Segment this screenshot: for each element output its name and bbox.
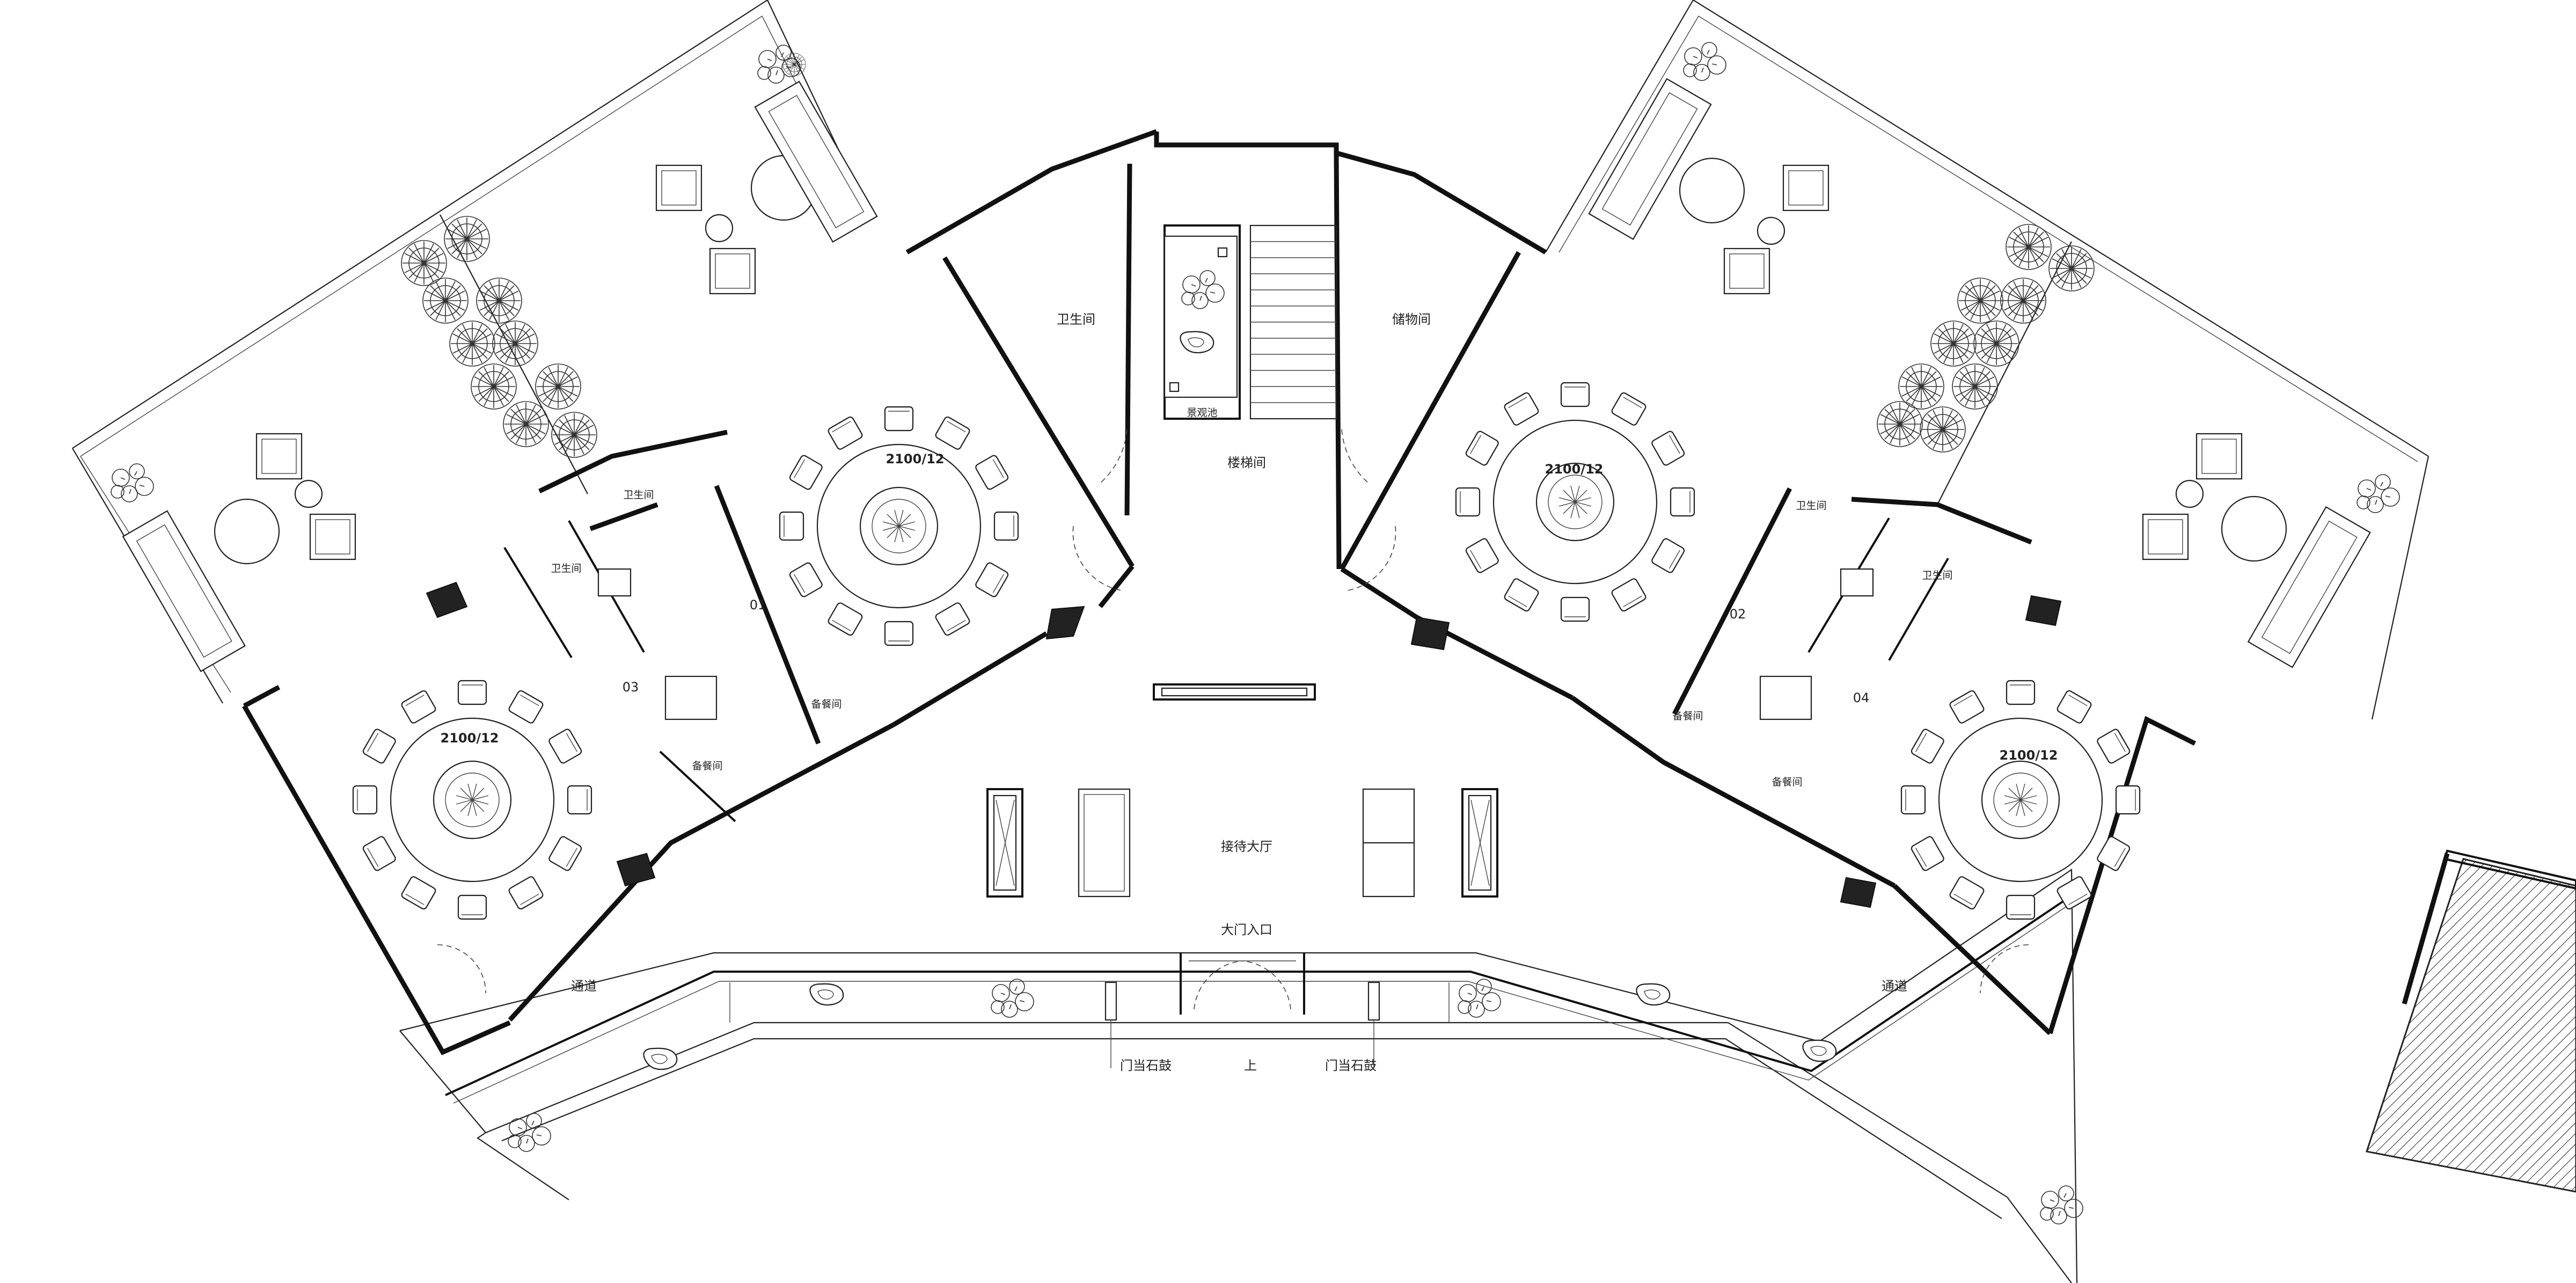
right-planter (1683, 42, 2400, 513)
table-label-02: 2100/12 (1545, 462, 1604, 477)
door-swings (437, 526, 2029, 994)
label-pantry-3: 备餐间 (1672, 710, 1703, 722)
label-storage: 储物间 (1392, 312, 1431, 327)
label-pantry-4: 备餐间 (1772, 776, 1802, 788)
label-reception-hall: 接待大厅 (1221, 839, 1272, 854)
label-stone-drum-left: 门当石鼓 (1120, 1058, 1172, 1073)
label-restroom-small-3: 卫生间 (1796, 500, 1826, 512)
landscape-pool (1163, 235, 1238, 398)
label-restroom-main: 卫生间 (1057, 312, 1095, 327)
room-number-04: 04 (1853, 690, 1870, 705)
room-number-03: 03 (623, 680, 639, 695)
label-restroom-small-4: 卫生间 (1922, 570, 1952, 581)
label-main-entrance: 大门入口 (1221, 922, 1272, 937)
dining-room-01 (589, 53, 1019, 745)
label-pantry-2: 备餐间 (692, 760, 722, 772)
left-planter (111, 45, 801, 502)
label-stair-hall: 楼梯间 (1227, 455, 1266, 470)
label-corridor-right: 通道 (1882, 979, 1907, 994)
labels: 卫生间 储物间 楼梯间 景观池 卫生间 卫生间 卫生间 卫生间 备餐间 备餐间 … (441, 312, 2058, 1073)
dining-room-02 (1455, 78, 1829, 716)
table-label-04: 2100/12 (2000, 748, 2058, 763)
room-number-01: 01 (750, 597, 766, 613)
label-restroom-small-1: 卫生间 (623, 489, 654, 501)
right-wing-shell (1334, 0, 2429, 1036)
label-landscape-pool: 景观池 (1187, 407, 1217, 419)
central-core (1100, 132, 1369, 701)
label-stone-drum-right: 门当石鼓 (1325, 1058, 1377, 1073)
reception-hall (986, 606, 1498, 1068)
label-pantry-1: 备餐间 (811, 698, 841, 710)
front-terrace (399, 868, 2083, 1283)
table-label-01: 2100/12 (886, 451, 945, 466)
terrace-landscape (508, 979, 2083, 1224)
label-step-up: 上 (1244, 1058, 1257, 1073)
label-restroom-small-2: 卫生间 (551, 563, 581, 574)
label-corridor-left: 通道 (571, 979, 597, 994)
exterior-stair-right (2366, 849, 2576, 1193)
table-label-03: 2100/12 (441, 731, 499, 746)
dining-room-03 (122, 433, 736, 920)
staircase (1249, 224, 1337, 420)
room-number-02: 02 (1730, 607, 1746, 622)
dining-room-04 (1759, 433, 2371, 920)
